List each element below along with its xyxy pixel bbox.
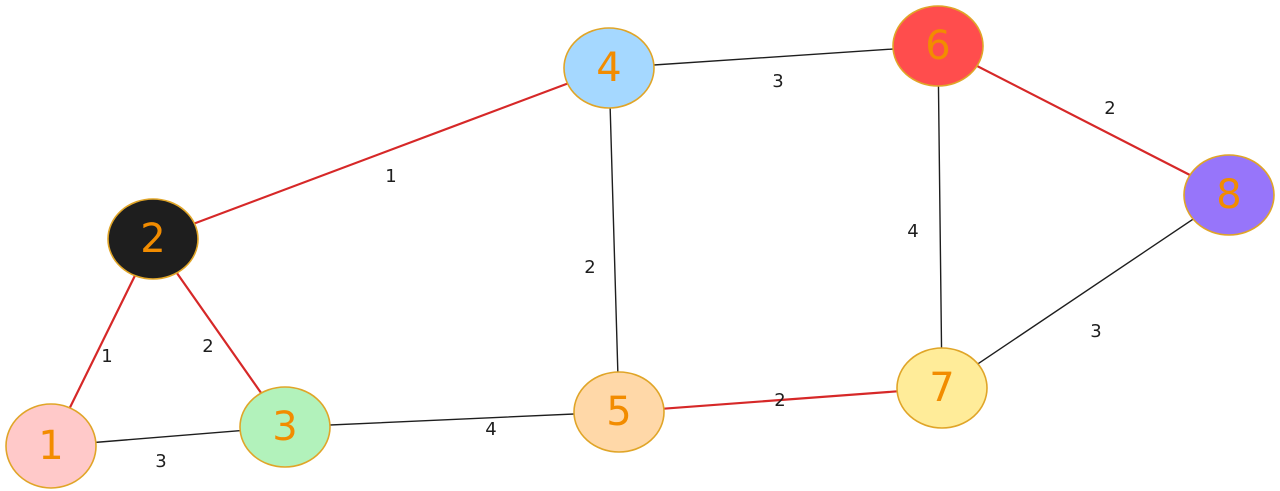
edge-5-7 <box>617 386 944 414</box>
node-circle-8 <box>1183 154 1275 236</box>
edge-weights-layer: 1 2 3 1 4 2 3 2 4 2 3 <box>101 71 1115 472</box>
node-label-6: 6 <box>925 23 950 69</box>
edge-3-5 <box>284 411 620 428</box>
node-circle-4 <box>563 27 655 109</box>
node-label-4: 4 <box>596 45 621 91</box>
node-8: 8 <box>1183 154 1275 236</box>
node-label-2: 2 <box>140 216 165 262</box>
edge-4-6 <box>608 45 939 69</box>
node-label-5: 5 <box>606 389 631 435</box>
node-4: 4 <box>563 27 655 109</box>
node-2: 2 <box>107 198 199 280</box>
node-label-8: 8 <box>1216 172 1241 218</box>
edge-weight-1-2: 1 <box>101 346 112 367</box>
edge-weight-3-5: 4 <box>485 419 496 440</box>
node-circle-1 <box>5 403 97 489</box>
edge-weight-5-7: 2 <box>774 390 785 411</box>
edge-weight-6-7: 4 <box>907 221 918 242</box>
node-label-7: 7 <box>929 365 954 411</box>
node-label-1: 1 <box>38 423 63 469</box>
edge-2-4 <box>151 66 611 241</box>
edge-6-7 <box>937 45 943 389</box>
edge-weight-6-8: 2 <box>1104 98 1115 119</box>
edge-4-5 <box>608 67 620 413</box>
edge-weight-2-4: 1 <box>385 166 396 187</box>
edge-7-8 <box>941 194 1230 389</box>
node-5: 5 <box>573 371 665 453</box>
node-circle-2 <box>107 198 199 280</box>
edge-weight-4-6: 3 <box>772 71 783 92</box>
edge-weight-2-3: 2 <box>202 336 213 357</box>
edge-weight-1-3: 3 <box>155 451 166 472</box>
node-3: 3 <box>239 386 331 468</box>
edge-weight-4-5: 2 <box>584 257 595 278</box>
edge-weight-7-8: 3 <box>1090 321 1101 342</box>
node-1: 1 <box>5 403 97 489</box>
node-circle-3 <box>239 386 331 468</box>
node-label-3: 3 <box>272 404 297 450</box>
nodes-layer: 1 2 3 4 5 6 7 8 <box>5 5 1275 489</box>
node-circle-6 <box>892 5 984 87</box>
node-circle-5 <box>573 371 665 453</box>
node-circle-7 <box>896 347 988 429</box>
node-7: 7 <box>896 347 988 429</box>
edge-6-8 <box>936 44 1231 197</box>
node-6: 6 <box>892 5 984 87</box>
